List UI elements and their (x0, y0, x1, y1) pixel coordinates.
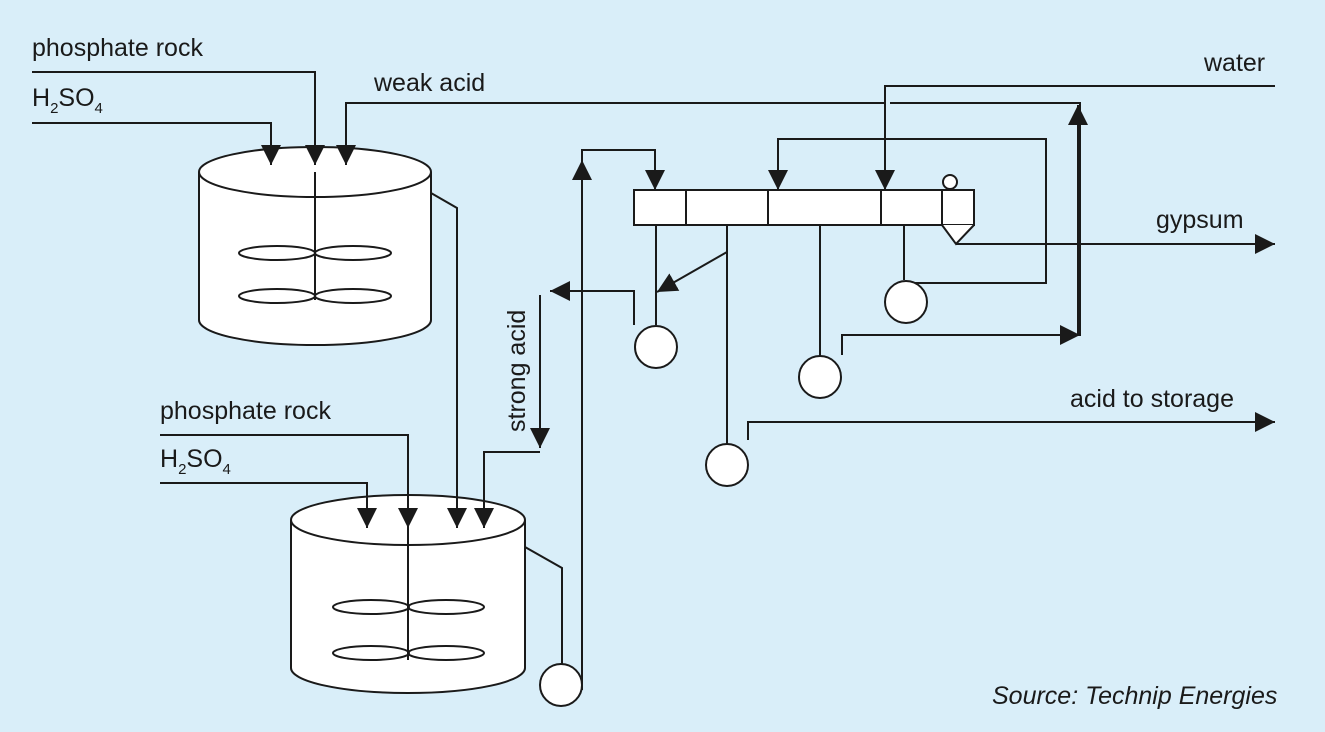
slurry-line (524, 546, 563, 665)
phosphate-rock-label-top: phosphate rock (32, 34, 203, 62)
weak-acid-label: weak acid (374, 69, 486, 97)
h2so4-feed-top (32, 122, 281, 165)
strong-acid-label: strong acid (503, 309, 531, 432)
strong-acid-loop (550, 281, 635, 325)
pump-wash-2 (884, 280, 928, 324)
pump-product (705, 443, 749, 487)
strong-acid-return (474, 451, 540, 528)
pump-slurry (539, 663, 583, 707)
h2so4-label-top: H2SO4 (32, 84, 103, 117)
h2so4-label-bottom: H2SO4 (160, 445, 231, 478)
reactor-bottom (290, 494, 526, 694)
slurry-to-filter (581, 149, 665, 690)
phosphate-rock-label-bottom: phosphate rock (160, 397, 331, 425)
source-caption: Source: Technip Energies (992, 682, 1278, 710)
pump-strong-acid (634, 325, 678, 369)
belt-filter (633, 174, 975, 246)
phosphate-rock-feed-top (32, 71, 325, 165)
pump-wash-1 (798, 355, 842, 399)
wash-recycle (768, 138, 1047, 284)
wash-return-arrow (656, 251, 728, 293)
acid-to-storage-line (747, 412, 1275, 440)
reactor-top (198, 146, 432, 346)
weak-acid-feed (336, 102, 885, 165)
water-label: water (1204, 49, 1266, 77)
acid-to-storage-label: acid to storage (1070, 385, 1234, 413)
reactor-transfer-line (430, 192, 467, 528)
gypsum-label: gypsum (1156, 206, 1244, 234)
h2so4-feed-bottom (160, 482, 377, 528)
phosphate-rock-feed-bottom (160, 434, 418, 528)
